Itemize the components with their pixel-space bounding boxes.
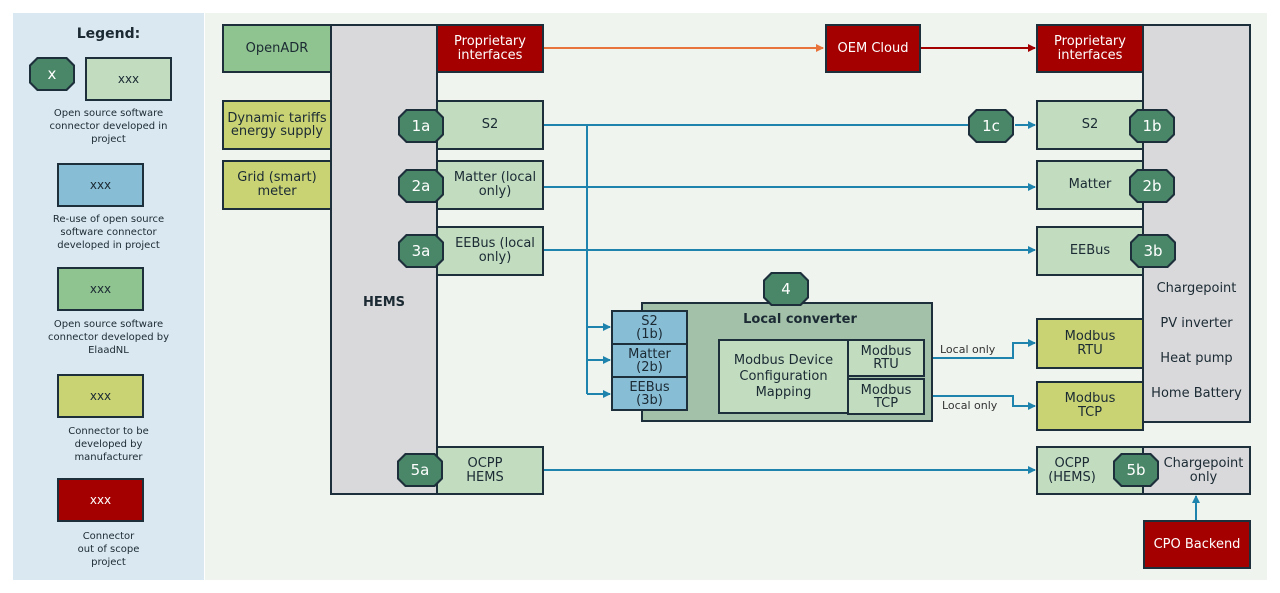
device-proprietary-box: Proprietary interfaces [1036, 24, 1144, 73]
converter-output-tcp: Modbus TCP [847, 378, 925, 415]
converter-output-rtu: Modbus RTU [847, 339, 925, 377]
device-label-heat-pump: Heat pump [1160, 351, 1233, 366]
local-only-label-rtu: Local only [940, 343, 996, 356]
legend-title: Legend: [76, 26, 141, 42]
hems-eebus-box: EEBus (local only) [436, 226, 544, 276]
legend-badge-sample: x [29, 57, 75, 91]
dynamic-tariffs-box: Dynamic tariffs energy supply [222, 100, 332, 150]
legend-desc-open-source-project: Open source software connector developed… [49, 108, 168, 145]
hems-ocpp-box: OCPP HEMS [436, 446, 544, 495]
cpo-backend-box: CPO Backend [1143, 520, 1251, 569]
hems-proprietary-box: Proprietary interfaces [436, 24, 544, 73]
converter-input-s2: S2 (1b) [611, 310, 688, 345]
badge-1c: 1c [968, 109, 1014, 143]
device-modbus-tcp-box: Modbus TCP [1036, 381, 1144, 431]
oem-cloud-box: OEM Cloud [825, 24, 921, 73]
badge-3a: 3a [398, 234, 444, 268]
modbus-mapping-box: Modbus Device Configuration Mapping [718, 339, 849, 414]
device-label-home-battery: Home Battery [1151, 386, 1242, 401]
device-matter-box: Matter [1036, 160, 1144, 210]
legend-desc-out-of-scope: Connector out of scope project [77, 531, 140, 568]
legend-swatch-open-source-elaadnl: xxx [57, 267, 144, 311]
badge-5a: 5a [397, 453, 443, 487]
device-s2-box: S2 [1036, 100, 1144, 150]
converter-input-eebus: EEBus (3b) [611, 376, 688, 411]
device-modbus-rtu-box: Modbus RTU [1036, 318, 1144, 369]
badge-1a: 1a [398, 109, 444, 143]
local-only-label-tcp: Local only [942, 399, 998, 412]
badge-5b: 5b [1113, 453, 1159, 487]
hems-s2-box: S2 [436, 100, 544, 150]
badge-2b: 2b [1129, 169, 1175, 203]
device-eebus-box: EEBus [1036, 226, 1144, 276]
badge-3b: 3b [1130, 234, 1176, 268]
chargepoint-only-box: Chargepoint only [1142, 446, 1251, 495]
legend-desc-manufacturer: Connector to be developed by manufacture… [68, 426, 149, 463]
openadr-box: OpenADR [222, 24, 332, 73]
badge-4: 4 [763, 272, 809, 306]
badge-1b: 1b [1129, 109, 1175, 143]
legend-desc-open-source-elaadnl: Open source software connector developed… [47, 319, 170, 356]
device-block: Chargepoint PV inverter Heat pump Home B… [1142, 24, 1251, 423]
legend-desc-reuse-open-source: Re-use of open source software connector… [52, 214, 165, 251]
device-label-chargepoint: Chargepoint [1156, 281, 1237, 296]
badge-2a: 2a [398, 169, 444, 203]
legend-swatch-reuse-open-source: xxx [57, 163, 144, 207]
hems-matter-box: Matter (local only) [436, 160, 544, 210]
converter-input-matter: Matter (2b) [611, 343, 688, 378]
legend-swatch-out-of-scope: xxx [57, 478, 144, 522]
device-label-pv-inverter: PV inverter [1160, 316, 1233, 331]
local-converter-title: Local converter [743, 312, 857, 327]
legend-swatch-manufacturer: xxx [57, 374, 144, 418]
hems-block: HEMS [330, 24, 438, 495]
grid-meter-box: Grid (smart) meter [222, 160, 332, 210]
legend-swatch-open-source-project: xxx [85, 57, 172, 101]
